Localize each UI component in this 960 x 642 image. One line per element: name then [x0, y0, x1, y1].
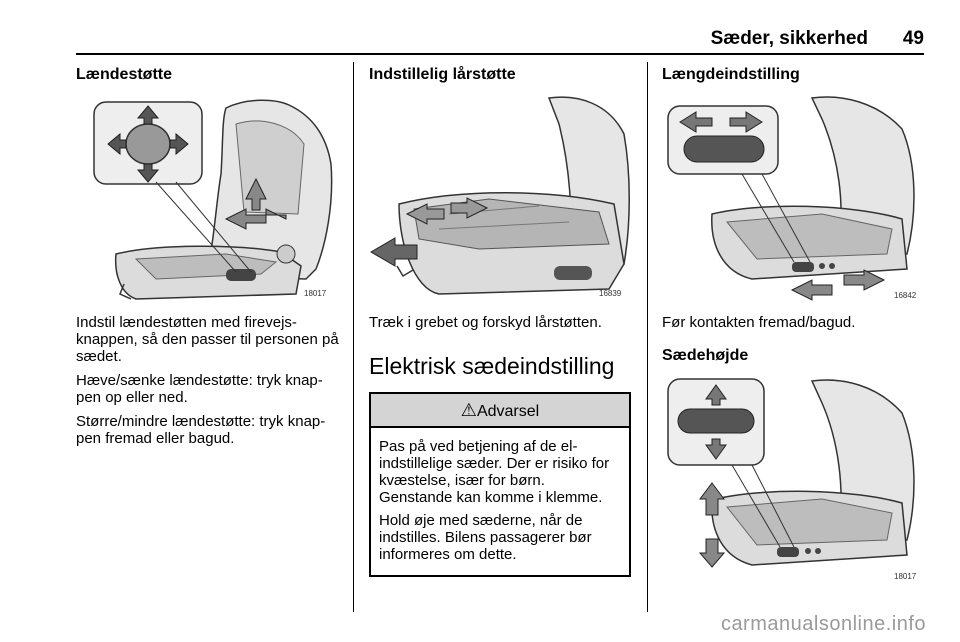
section-heading-seat-height: Sædehøjde	[662, 347, 749, 364]
lumbar-paragraph-1: Indstil lændestøtten med firevejs-knappe…	[76, 314, 339, 365]
warning-triangle-icon: ⚠	[460, 400, 477, 420]
watermark: carmanualsonline.info	[720, 613, 926, 635]
section-heading-thigh: Indstillelig lårstøtte	[369, 66, 516, 83]
column-lumbar: Lændestøtte 18017 Indstil lændestøtten m…	[76, 64, 340, 454]
figure-id-longitudinal: 16842	[894, 291, 917, 300]
column-divider-2	[647, 62, 648, 612]
figure-longitudinal-adjust: 16842	[662, 94, 926, 304]
column-longitudinal: Længdeindstilling 16842 Før kontakten fr…	[662, 64, 926, 585]
figure-id-thigh: 16839	[599, 289, 622, 298]
figure-lumbar-support: 18017	[76, 94, 340, 304]
longitudinal-paragraph: Før kontakten fremad/bagud.	[662, 314, 856, 331]
header-title: Sæder, sikkerhed	[710, 28, 868, 49]
section-heading-longitudinal: Længdeindstilling	[662, 66, 800, 83]
header-rule	[76, 53, 924, 55]
lumbar-paragraph-2: Hæve/sænke lændestøtte: tryk knap-pen op…	[76, 372, 323, 406]
warning-box: ⚠Advarsel Pas på ved betjening af de el-…	[369, 392, 631, 577]
warning-header: ⚠Advarsel	[371, 394, 629, 428]
electric-seat-heading: Elektrisk sædeindstilling	[369, 353, 615, 379]
warning-body: Pas på ved betjening af de el-indstillel…	[371, 428, 629, 575]
column-divider-1	[353, 62, 354, 612]
lumbar-paragraph-3: Større/mindre lændestøtte: tryk knap-pen…	[76, 413, 326, 447]
figure-thigh-support: 16839	[369, 94, 633, 304]
figure-id-lumbar: 18017	[304, 289, 327, 298]
section-heading-lumbar: Lændestøtte	[76, 66, 172, 83]
page-number: 49	[902, 28, 924, 49]
warning-paragraph-1: Pas på ved betjening af de el-indstillel…	[379, 438, 610, 506]
warning-title: Advarsel	[476, 403, 540, 420]
thigh-paragraph: Træk i grebet og forskyd lårstøtten.	[369, 314, 602, 331]
column-thigh: Indstillelig lårstøtte 16839 Træk i greb…	[369, 64, 633, 577]
warning-paragraph-2: Hold øje med sæderne, når de indstilles.…	[379, 512, 592, 563]
figure-id-seat-height: 18017	[894, 572, 917, 581]
figure-seat-height: 18017	[662, 375, 926, 585]
